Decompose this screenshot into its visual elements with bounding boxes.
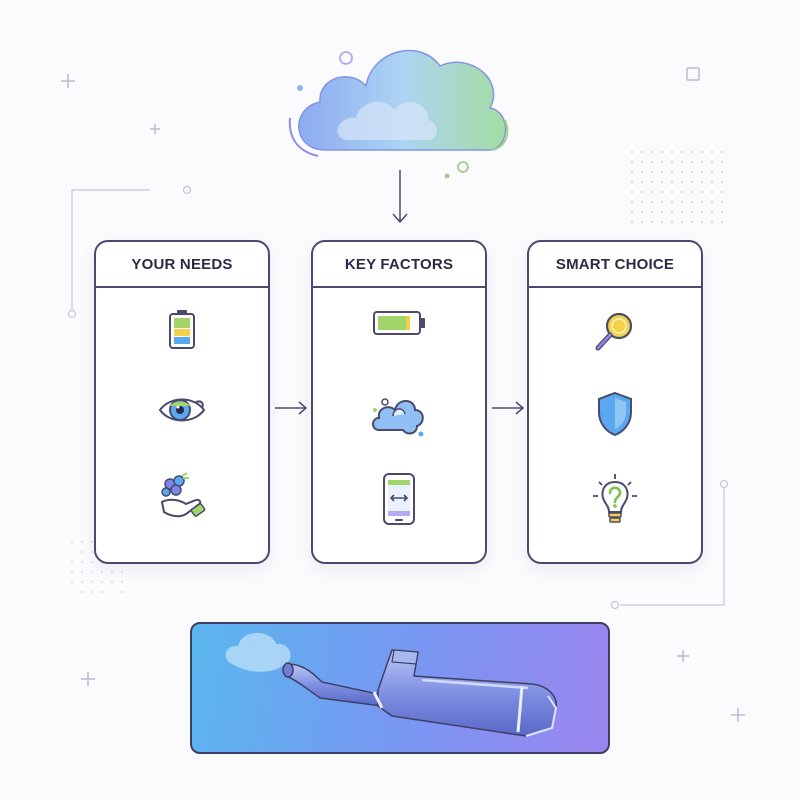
- battery-horizontal-icon: [371, 308, 427, 338]
- battery-full-icon: [167, 308, 197, 350]
- panel-your-needs: YOUR NEEDS: [94, 240, 270, 564]
- vape-device-illustration: [225, 633, 558, 737]
- panel-smart-choice: SMART CHOICE: [527, 240, 703, 564]
- shield-icon: [595, 390, 635, 438]
- panel-key-factors: KEY FACTORS: [311, 240, 487, 564]
- flow-arrow-right-2: [492, 401, 525, 415]
- vapor-cloud-icon: [369, 390, 429, 440]
- cloud-icon: [288, 49, 509, 179]
- product-card: [190, 622, 610, 754]
- flow-arrow-right-1: [275, 401, 308, 415]
- magnifier-icon: [592, 308, 638, 354]
- eye-icon: [156, 390, 208, 430]
- lightbulb-question-icon: [589, 472, 641, 526]
- hand-berries-icon: [156, 472, 208, 524]
- panel-title: SMART CHOICE: [529, 242, 701, 288]
- panel-title: YOUR NEEDS: [96, 242, 268, 288]
- panel-title: KEY FACTORS: [313, 242, 485, 288]
- phone-swap-icon: [381, 472, 417, 526]
- flow-arrow-down: [392, 170, 408, 224]
